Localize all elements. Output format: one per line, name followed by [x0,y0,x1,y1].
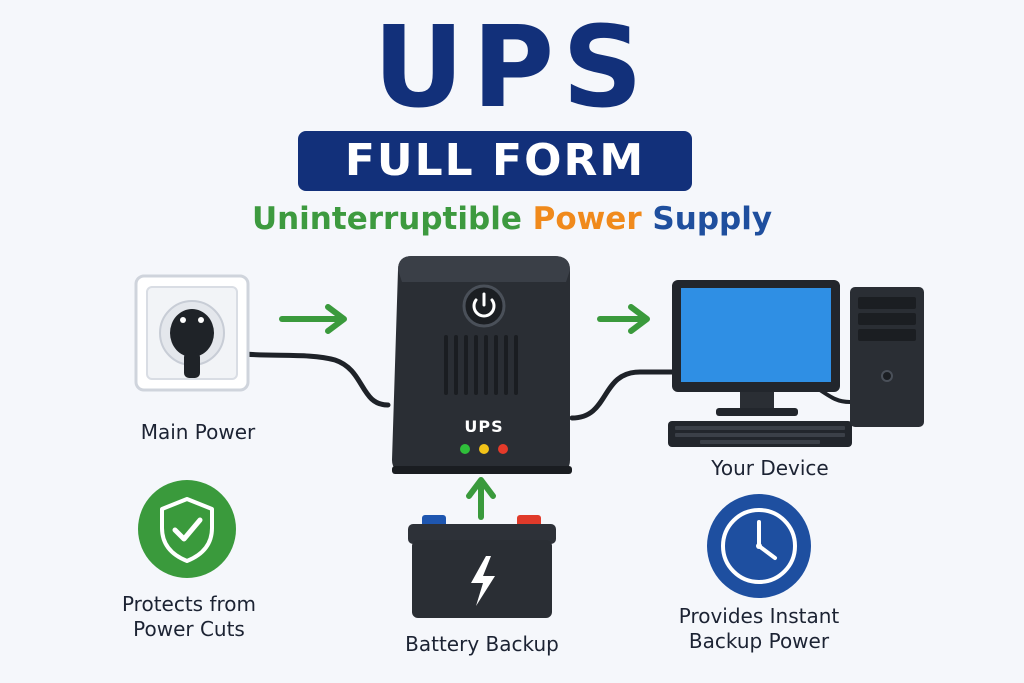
keyboard-keys [675,426,845,444]
ups-unit-label: UPS [464,417,503,436]
wall-socket-icon [134,274,250,392]
protects-line-2: Power Cuts [133,617,245,641]
battery-backup-label: Battery Backup [405,632,559,656]
arrow-socket-to-ups-icon [279,304,347,334]
computer-icon [668,280,924,447]
arrow-ups-to-device-icon [597,304,650,334]
full-form-badge: FULL FORM [298,131,692,191]
main-power-label: Main Power [140,420,256,444]
shield-check-icon [138,480,236,578]
full-form-text: Uninterruptible Power Supply [0,198,1024,240]
full-form-word-supply: Supply [652,201,773,237]
page-title: UPS [373,3,651,133]
full-form-word-power: Power [532,201,642,237]
ups-unit-icon: UPS [392,256,572,474]
full-form-word-uninterruptible: Uninterruptible [251,201,522,237]
protects-label: Protects from Power Cuts [94,592,284,642]
cable-ups-to-device [569,369,675,421]
protects-line-1: Protects from [121,592,257,616]
ups-led-yellow [479,444,489,454]
instant-line-2: Backup Power [688,629,830,653]
arrow-battery-to-ups-icon [466,477,496,520]
ups-led-red [498,444,508,454]
your-device-label: Your Device [711,456,829,480]
instant-backup-label: Provides Instant Backup Power [654,604,864,654]
ups-vent-slots [444,335,518,395]
battery-icon [408,515,556,618]
ups-led-green [460,444,470,454]
clock-icon [707,494,811,598]
instant-line-1: Provides Instant [678,604,840,628]
